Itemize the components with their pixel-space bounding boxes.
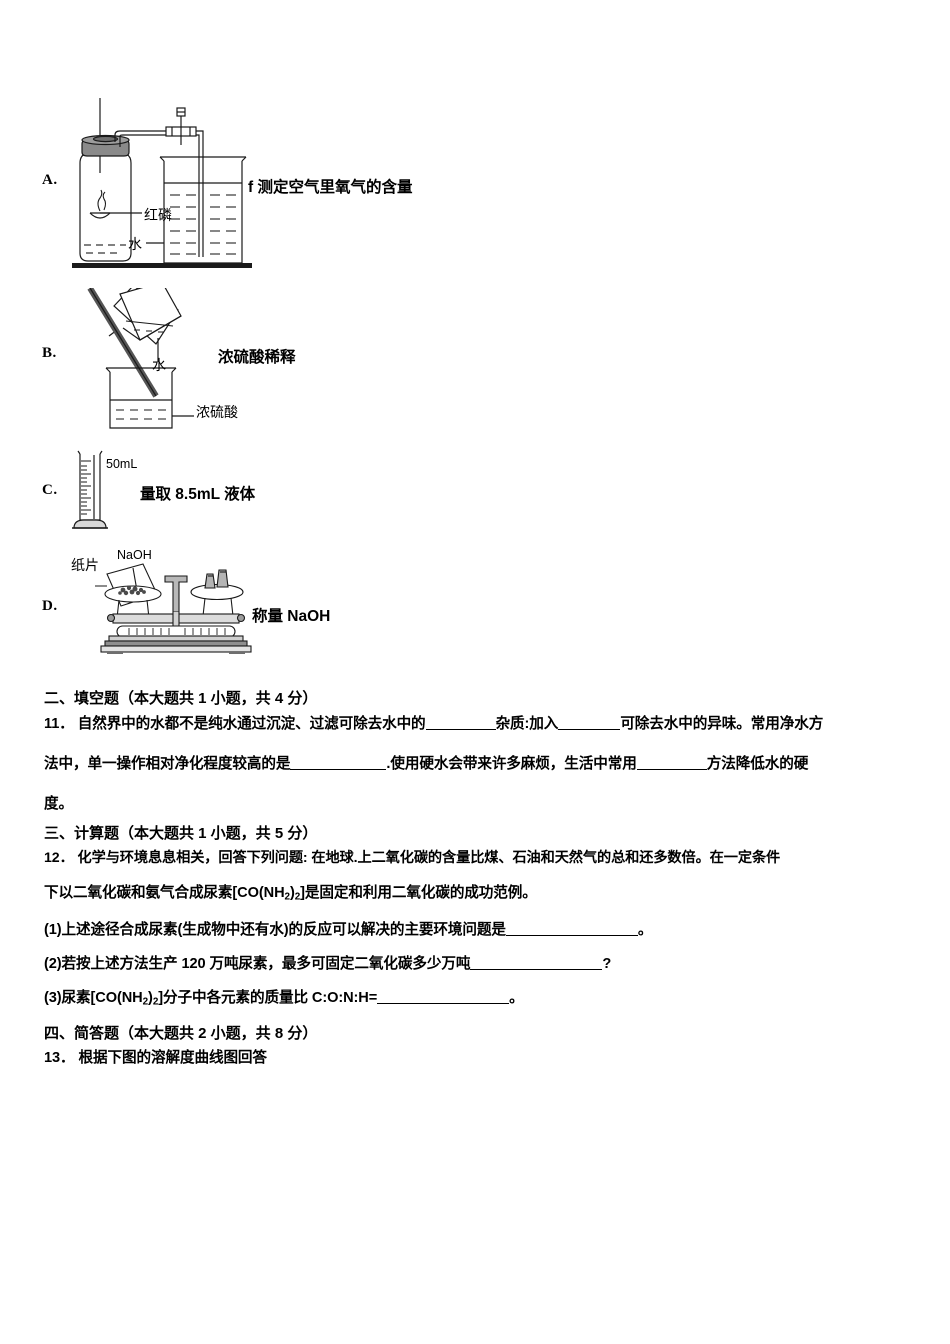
option-letter-a: A. xyxy=(42,172,58,188)
figure-graduated-cylinder xyxy=(72,450,108,529)
question-12-sub2-text: (2)若按上述方法生产 120 万吨尿素，最多可固定二氧化碳多少万吨 xyxy=(44,956,471,972)
answer-blank-11-4[interactable] xyxy=(636,769,707,770)
answer-blank-11-3[interactable] xyxy=(290,769,387,770)
label-water-b: 水 xyxy=(152,357,166,373)
answer-blank-11-1[interactable] xyxy=(425,729,496,730)
label-50ml: 50mL xyxy=(106,457,138,471)
question-12-sub3-text-b: ) xyxy=(148,990,153,1006)
question-12-text: 化学与环境息息相关，回答下列问题: 在地球.上二氧化碳的含量比煤、石油和天然气的… xyxy=(77,850,781,866)
question-12-line2: 下以二氧化碳和氨气合成尿素[CO(NH2)2]是固定和利用二氧化碳的成功范例。 xyxy=(44,881,537,902)
question-11-line2: 法中，单一操作相对净化程度较高的是 .使用硬水会带来许多麻烦，生活中常用 方法降低水… xyxy=(44,752,808,773)
option-caption-a: f 测定空气里氧气的含量 xyxy=(248,179,413,196)
question-11: 11． 自然界中的水都不是纯水通过沉淀、过滤可除去水中的 杂质:加入 可除去水中的异… xyxy=(44,712,823,733)
question-13: 13． 根据下图的溶解度曲线图回答 xyxy=(44,1046,267,1067)
question-12-sub3-text-a: (3)尿素[CO(NH xyxy=(44,990,143,1006)
option-caption-b: 浓硫酸稀释 xyxy=(218,349,296,366)
label-water-a: 水 xyxy=(128,236,142,252)
question-12-text-a: 下以二氧化碳和氨气合成尿素[CO(NH xyxy=(44,885,285,901)
question-11-text-f: 方法降低水的硬 xyxy=(706,756,809,772)
question-12-number: 12． xyxy=(44,850,74,866)
question-11-text-b: 杂质:加入 xyxy=(495,716,559,732)
question-12-sub3-period: 。 xyxy=(509,990,524,1006)
label-paper: 纸片 xyxy=(71,558,99,572)
question-11-text-d: 法中，单一操作相对净化程度较高的是 xyxy=(44,756,291,772)
question-11-text-a: 自然界中的水都不是纯水通过沉淀、过滤可除去水中的 xyxy=(77,716,426,732)
label-paper-text: 纸片 xyxy=(71,557,99,573)
option-caption-c: 量取 8.5mL 液体 xyxy=(140,486,256,503)
label-red-phosphorus: 红磷 xyxy=(144,207,172,223)
section-heading-short-answer: 四、简答题（本大题共 2 小题，共 8 分） xyxy=(44,1025,318,1042)
answer-blank-12-1[interactable] xyxy=(505,935,638,936)
question-12: 12． 化学与环境息息相关，回答下列问题: 在地球.上二氧化碳的含量比煤、石油和… xyxy=(44,847,780,867)
question-12-sub1: (1)上述途径合成尿素(生成物中还有水)的反应可以解决的主要环境问题是 。 xyxy=(44,918,652,939)
question-12-sub2-mark: ? xyxy=(602,956,612,972)
option-letter-b: B. xyxy=(42,345,57,361)
option-caption-d: 称量 NaOH xyxy=(252,608,331,625)
urea-subscript-3: 2 xyxy=(142,996,149,1008)
figure-oxygen-content-apparatus xyxy=(72,98,252,268)
question-12-text-b: ) xyxy=(289,885,295,901)
option-letter-d: D. xyxy=(42,598,58,614)
urea-subscript-4: 2 xyxy=(152,996,159,1008)
apparatus-options: A. xyxy=(0,0,950,668)
urea-subscript-2: 2 xyxy=(294,891,301,903)
option-letter-c: C. xyxy=(42,482,58,498)
question-12-sub1-period: 。 xyxy=(637,922,653,938)
question-11-line3: 度。 xyxy=(44,796,73,812)
question-13-text: 根据下图的溶解度曲线图回答 xyxy=(78,1050,268,1066)
figure-balance-weighing-naoh xyxy=(95,563,252,654)
urea-subscript-1: 2 xyxy=(284,891,291,903)
question-11-number: 11． xyxy=(44,716,74,732)
label-concentrated-sulfuric-acid: 浓硫酸 xyxy=(196,404,238,420)
question-11-text-c: 可除去水中的异味。常用净水方 xyxy=(620,716,824,732)
answer-blank-11-2[interactable] xyxy=(558,729,621,730)
question-11-text-e: .使用硬水会带来许多麻烦，生活中常用 xyxy=(386,756,637,772)
question-12-text-c: ]是固定和利用二氧化碳的成功范例。 xyxy=(300,885,537,901)
section-heading-calculation: 三、计算题（本大题共 1 小题，共 5 分） xyxy=(44,825,318,842)
answer-blank-12-2[interactable] xyxy=(470,969,603,970)
question-12-sub3-text-c: ]分子中各元素的质量比 C:O:N:H= xyxy=(158,990,378,1006)
question-12-sub3: (3)尿素[CO(NH2)2]分子中各元素的质量比 C:O:N:H=。 xyxy=(44,986,524,1007)
question-12-sub2: (2)若按上述方法生产 120 万吨尿素，最多可固定二氧化碳多少万吨? xyxy=(44,952,611,973)
section-heading-fill-in: 二、填空题（本大题共 1 小题，共 4 分） xyxy=(44,690,318,707)
question-12-sub1-text: (1)上述途径合成尿素(生成物中还有水)的反应可以解决的主要环境问题是 xyxy=(44,922,506,938)
label-naoh: NaOH xyxy=(117,548,152,562)
answer-blank-12-3[interactable] xyxy=(377,1003,510,1004)
figure-acid-dilution-apparatus xyxy=(87,288,194,429)
question-13-number: 13． xyxy=(44,1050,75,1066)
